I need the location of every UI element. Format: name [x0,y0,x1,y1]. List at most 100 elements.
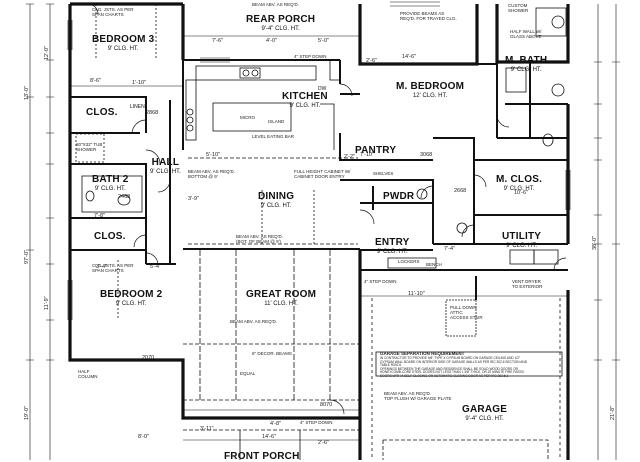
ceiling-height: 9' CLG. HT. [376,249,408,255]
note-beam: BEAM ABV. AS REQ'D. [252,2,299,7]
dim-top: 14'-6" [402,54,417,60]
room-name: FRONT PORCH [224,451,300,462]
ceiling-height: 9' CLG. HT. [510,67,542,73]
room-name: PANTRY [355,145,397,156]
note-clg-joists: CLG. JSTS. AS PER SPAN CHARTS [92,7,134,17]
note-micro: MICRO [240,115,255,120]
room-name: REAR PORCH [246,14,316,25]
ceiling-height: 11' CLG. HT. [264,301,298,307]
dim-left: 13'-0" [24,85,30,100]
room-m-bath: M. BATH 9' CLG. HT. [505,55,548,74]
dim-top: 2'-6" [366,58,377,64]
note-equal: EQUAL [240,371,256,376]
room-name: M. BATH [505,55,548,66]
ceiling-height: 9' CLG. HT. [289,103,321,109]
room-name: BATH 2 [92,174,129,185]
note-beam-dining: BEAM ABV. AS REQ'D. BOTTOM @ 9' [188,169,235,179]
note-full-height-cabinet: FULL HEIGHT CABINET W/ CABINET DOOR ENTR… [294,169,351,179]
ceiling-height: 12' CLG. HT. [412,93,448,99]
note-beam: BEAM ABV. AS REQ'D. [230,319,277,324]
room-utility: UTILITY 9' CLG. HT. [502,231,542,250]
dim-bottom: 3'-11" [200,426,214,432]
room-name: M. CLOS. [496,174,543,185]
dim-bottom: 2'-2" [344,154,355,160]
door-size: 2668 [454,188,467,194]
dim-bottom: 8'-0" [138,434,149,440]
room-closet-2: CLOS. [94,232,126,242]
ceiling-height: 9' CLG. HT. [503,186,535,192]
ceiling-height: 9'-4" CLG. HT. [465,416,504,422]
dim-left: 12'-0" [44,45,50,60]
room-m-bedroom: M. BEDROOM 12' CLG. HT. [396,81,465,100]
door-size: 2868 [146,110,159,116]
dim-bottom: 7'-8" [94,213,105,219]
dim-overall-left: 97'-0" [24,249,30,264]
room-rear-porch: REAR PORCH 9'-4" CLG. HT. [246,14,316,33]
room-name: GREAT ROOM [246,289,317,300]
room-closet-1: CLOS. [86,108,118,118]
dimension-lines [26,3,620,460]
dim-top: 8'-6" [90,78,101,84]
room-garage: GARAGE 9'-4" CLG. HT. [462,404,508,423]
room-m-closet: M. CLOS. 9' CLG. HT. [496,174,543,193]
ceiling-height: 9' CLG. HT. [150,169,181,175]
note-eating-bar: LEVEL EATING BAR [252,134,295,139]
dim-mid: 5'-10" [206,152,221,158]
room-name: UTILITY [502,231,542,242]
windows [67,1,571,320]
ceiling-height: 9'-4" CLG. HT. [261,26,300,32]
room-name: BEDROOM 2 [100,289,163,300]
dim-mid: 7'-4" [444,246,455,252]
fixture-lines [75,4,567,460]
room-bath-2: BATH 2 9' CLG. HT. [92,174,129,193]
dim-bottom: 3'-4" [96,264,107,270]
room-powder: PWDR [383,192,414,202]
note-decor-beams: 6" DECOR. BEAMS [252,351,292,356]
door-size: 8070 [320,402,333,408]
note-half-column: HALF COLUMN [78,369,98,379]
room-hall: HALL 9' CLG. HT. [150,158,181,176]
dim-right: 21'-8" [610,405,616,420]
room-name: BEDROOM 3 [92,34,155,45]
room-front-porch: FRONT PORCH [224,452,300,462]
note-step-down: 4" STEP DOWN [294,54,327,59]
note-attic-access: PULL DOWN ATTIC ACCESS STAIR [450,305,483,320]
note-tub-shower: 60"X32" TUB SHOWER [76,142,103,152]
room-name: GARAGE [462,404,508,415]
room-name: ENTRY [375,237,410,248]
door-size: 2468 [118,194,131,200]
room-name: CLOS. [94,231,126,242]
room-great-room: GREAT ROOM 11' CLG. HT. [246,289,317,308]
note-garage-separation-title: GARAGE SEPARATION REQUIREMENT [380,351,465,356]
label-linen: LINEN [130,104,145,110]
room-pantry: PANTRY [355,146,396,156]
room-name: PWDR [383,191,415,202]
note-garage-separation-text: IN CONTRACTOR TO PROVIDE 5/8" TYPE X GYP… [380,356,528,378]
door-size: 3068 [420,152,433,158]
dim-top: 4'-0" [266,38,277,44]
note-lockers: LOCKERS [398,259,420,264]
room-name: DINING [258,191,295,202]
note-step-down: 4" STEP DOWN [364,279,397,284]
room-name: KITCHEN [282,91,328,102]
dim-bottom: 2'-6" [318,440,329,446]
note-beam-great: BEAM ABV. AS REQ'D. (BOT. OF BEAM @ 9') [236,234,283,244]
dim-right: 38'-0" [592,235,598,250]
note-bench: BENCH [426,262,442,267]
ceiling-height: 9' CLG. HT. [107,46,139,52]
note-half-wall: HALF WALL W/ GLASS ABOVE [510,29,542,39]
note-clg-joists: CLG. JSTS. AS PER SPAN CHARTS [92,263,134,273]
label-dw: DW [318,86,327,92]
door-swings [87,3,567,415]
note-vent-dryer: VENT DRYER TO EXTERIOR [512,279,543,289]
ceiling-height: 9' CLG. HT. [260,203,292,209]
dim-bottom: 10'-6" [514,190,529,196]
room-name: M. BEDROOM [396,81,465,92]
dim-mid: 1'-10" [132,80,147,86]
dim-mid: 3'-9" [188,196,199,202]
note-shelves: SHELVES [373,171,394,176]
ceiling-height: 9' CLG. HT. [506,243,537,249]
exterior-walls [68,2,570,460]
dim-bottom: 5'-4" [150,264,161,270]
